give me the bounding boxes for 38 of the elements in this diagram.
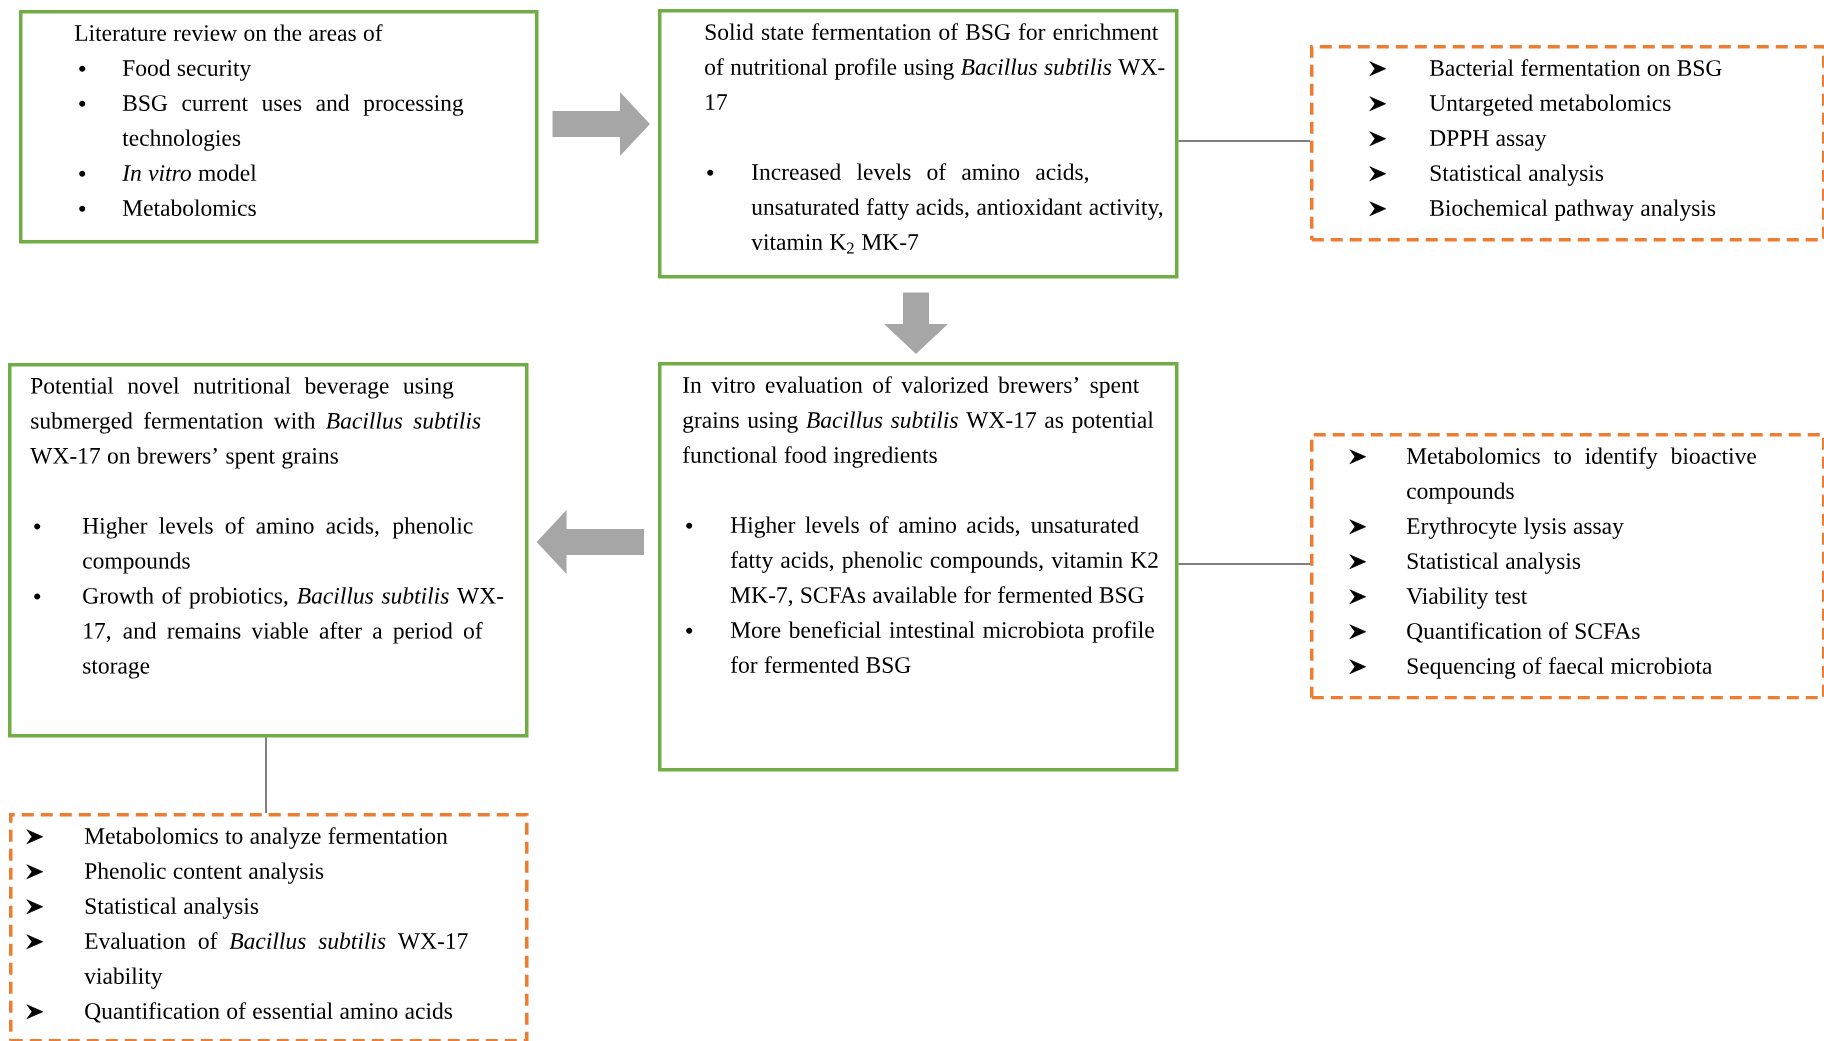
list-item: Quantification of SCFAs [1349,622,1640,643]
process-box [8,363,529,738]
list-item: Bacterial fermentation on BSG [1369,59,1722,77]
list-item: Biochemical pathway analysis [1369,199,1716,221]
list-item: Untargeted metabolomics [1369,94,1671,116]
method-box [9,813,529,1041]
list-item: Phenolic content analysis [26,862,324,884]
list-item: Statistical analysis [1369,164,1604,186]
list-item: Metabolomics [79,199,256,216]
list-item: Increased levels of amino acids, unsaturated fatty acids, antioxidant activity, vitamin K$_{2}$ MK-7 [707,163,1163,254]
list-item: In vitro model [79,164,257,181]
connector-line [1178,563,1311,565]
connector-line [1178,140,1311,142]
process-box [19,10,539,244]
list-item: More beneficial intestinal microbiota profile for fermented BSG [686,621,1154,673]
list-item: DPPH assay [1369,130,1547,151]
list-item: Growth of probiotics, Bacillus subtilis WX-17, and remains viable after a period of storage [34,586,504,679]
list-item: Food security [79,59,252,81]
heading-text: Literature review on the areas of [74,24,383,41]
connector-line [265,737,267,814]
list-item: Quantification of essential amino acids [26,1002,453,1023]
list-item: Metabolomics to identify bioactive compounds [1349,447,1756,504]
method-box [1310,45,1824,242]
list-item: Sequencing of faecal microbiota [1349,657,1713,679]
process-box [658,362,1179,772]
list-item: Erythrocyte lysis assay [1349,517,1624,539]
process-box [658,9,1179,279]
heading-text: In vitro evaluation of valorized brewers’ spent grains using Bacillus subtilis WX-17 as potential functional food ingredients [682,376,1154,468]
list-item: Statistical analysis [1349,552,1581,574]
list-item: Higher levels of amino acids, unsaturated fatty acids, phenolic compounds, vitamin K2 MK-7, SCFAs available for fermented BSG [686,516,1158,607]
list-item: Metabolomics to analyze fermentation [26,827,448,849]
method-box [1310,433,1824,700]
list-item: Higher levels of amino acids, phenolic compounds [34,516,473,574]
list-item: Statistical analysis [26,897,259,919]
heading-text: Potential novel nutritional beverage using submerged fermentation with Bacillus subtilis WX-17 on brewers’ spent grains [30,377,481,469]
heading-text: Solid state fermentation of BSG for enrichment of nutritional profile using Bacillus subtilis WX-17 [705,23,1165,110]
list-item: Evaluation of Bacillus subtilis WX-17 viability [26,932,468,989]
list-item: Viability test [1349,587,1528,609]
